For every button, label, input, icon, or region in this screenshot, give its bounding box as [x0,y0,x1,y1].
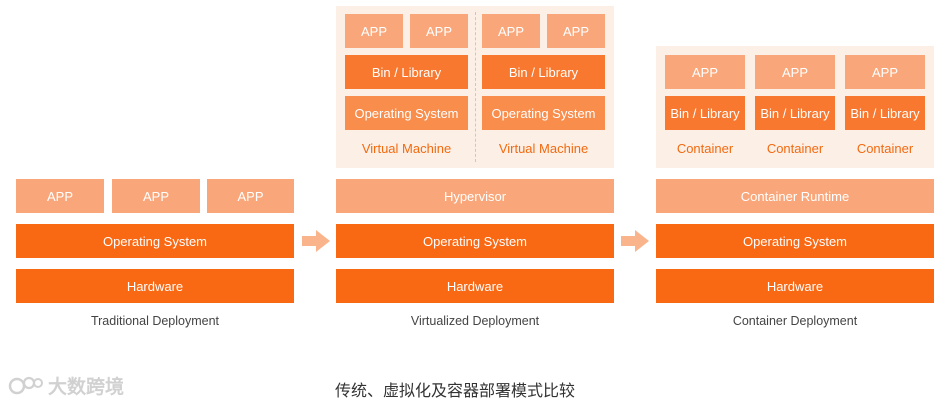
container1-bin-library: Bin / Library [665,96,745,130]
vm1-app-1: APP [345,14,403,48]
vm-divider [475,12,476,162]
container-os: Operating System [656,224,934,258]
vm2-app-2: APP [547,14,605,48]
container2-bin-library: Bin / Library [755,96,835,130]
vm1-app-2: APP [410,14,468,48]
watermark: 大数跨境 [8,372,124,399]
vm2-os: Operating System [482,96,605,130]
traditional-app-1: APP [16,179,104,213]
vm2-app-1: APP [482,14,540,48]
watermark-logo-icon [8,376,43,394]
traditional-os: Operating System [16,224,294,258]
container2-label: Container [766,140,824,156]
vm2-bin-library: Bin / Library [482,55,605,89]
arrow-right-icon [621,230,649,252]
vm1-os: Operating System [345,96,468,130]
container-caption: Container Deployment [732,314,858,328]
container1-app: APP [665,55,745,89]
traditional-app-2: APP [112,179,200,213]
container3-app: APP [845,55,925,89]
arrow-right-icon [302,230,330,252]
traditional-caption: Traditional Deployment [90,314,220,328]
hypervisor: Hypervisor [336,179,614,213]
virtualized-os: Operating System [336,224,614,258]
traditional-app-3: APP [207,179,294,213]
virtualized-caption: Virtualized Deployment [410,314,540,328]
figure-caption: 传统、虚拟化及容器部署模式比较 [335,381,576,400]
container1-label: Container [676,140,734,156]
virtualized-hardware: Hardware [336,269,614,303]
vm1-bin-library: Bin / Library [345,55,468,89]
container-hardware: Hardware [656,269,934,303]
container-runtime: Container Runtime [656,179,934,213]
watermark-text: 大数跨境 [48,376,125,398]
vm1-label: Virtual Machine [361,140,452,156]
container2-app: APP [755,55,835,89]
traditional-hardware: Hardware [16,269,294,303]
container3-bin-library: Bin / Library [845,96,925,130]
container3-label: Container [856,140,914,156]
vm2-label: Virtual Machine [498,140,589,156]
